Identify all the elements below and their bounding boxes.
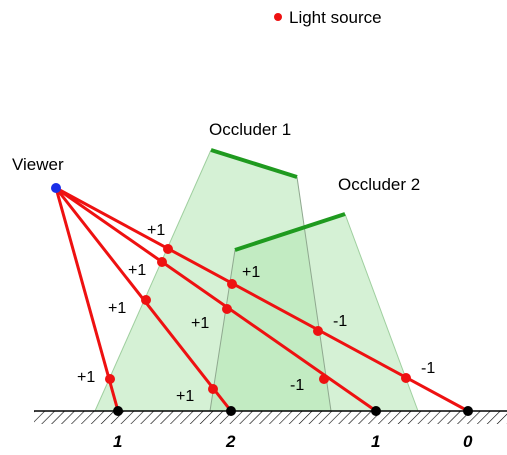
ray-crossing-point [227, 279, 237, 289]
count-label: +1 [191, 315, 209, 332]
ground-point [226, 406, 236, 416]
ray-crossing-point [163, 244, 173, 254]
ground-count-2: 2 [225, 432, 236, 451]
count-label: +1 [147, 222, 165, 239]
ray-crossing-point [222, 304, 232, 314]
viewer-label: Viewer [12, 155, 64, 174]
ray-crossing-point [313, 326, 323, 336]
ray-crossing-point [141, 295, 151, 305]
ground-hatching [34, 411, 507, 424]
shadow-edge [296, 176, 332, 412]
shadow-edge [94, 149, 212, 412]
ray-4 [55, 186, 469, 413]
ray-crossing-point [105, 374, 115, 384]
count-label: -1 [290, 377, 304, 394]
occluder-1 [210, 148, 298, 179]
ground-count-3: 1 [371, 432, 380, 451]
legend-light-source-label: Light source [289, 8, 382, 27]
ground-count-1: 1 [113, 432, 122, 451]
count-label: -1 [421, 360, 435, 377]
count-label: +1 [242, 264, 260, 281]
ray-crossing-point [208, 384, 218, 394]
count-label: +1 [128, 262, 146, 279]
occluder-2-label: Occluder 2 [338, 175, 420, 194]
ray-1 [54, 187, 120, 412]
ground-point [371, 406, 381, 416]
ground-point [113, 406, 123, 416]
legend-light-source-dot [274, 13, 282, 21]
count-label: +1 [176, 388, 194, 405]
ray-crossing-point [157, 257, 167, 267]
viewer-point [51, 183, 61, 193]
count-label: -1 [333, 313, 347, 330]
shadow-volume-occluder-2 [210, 214, 418, 411]
ray-crossing-point [319, 374, 329, 384]
ground-count-4: 0 [463, 432, 473, 451]
occluder-2 [234, 212, 346, 252]
count-label: +1 [77, 369, 95, 386]
occluder-1-label: Occluder 1 [209, 120, 291, 139]
ray-crossing-point [401, 373, 411, 383]
count-label: +1 [108, 300, 126, 317]
ray-3 [55, 186, 377, 413]
ground-point [463, 406, 473, 416]
